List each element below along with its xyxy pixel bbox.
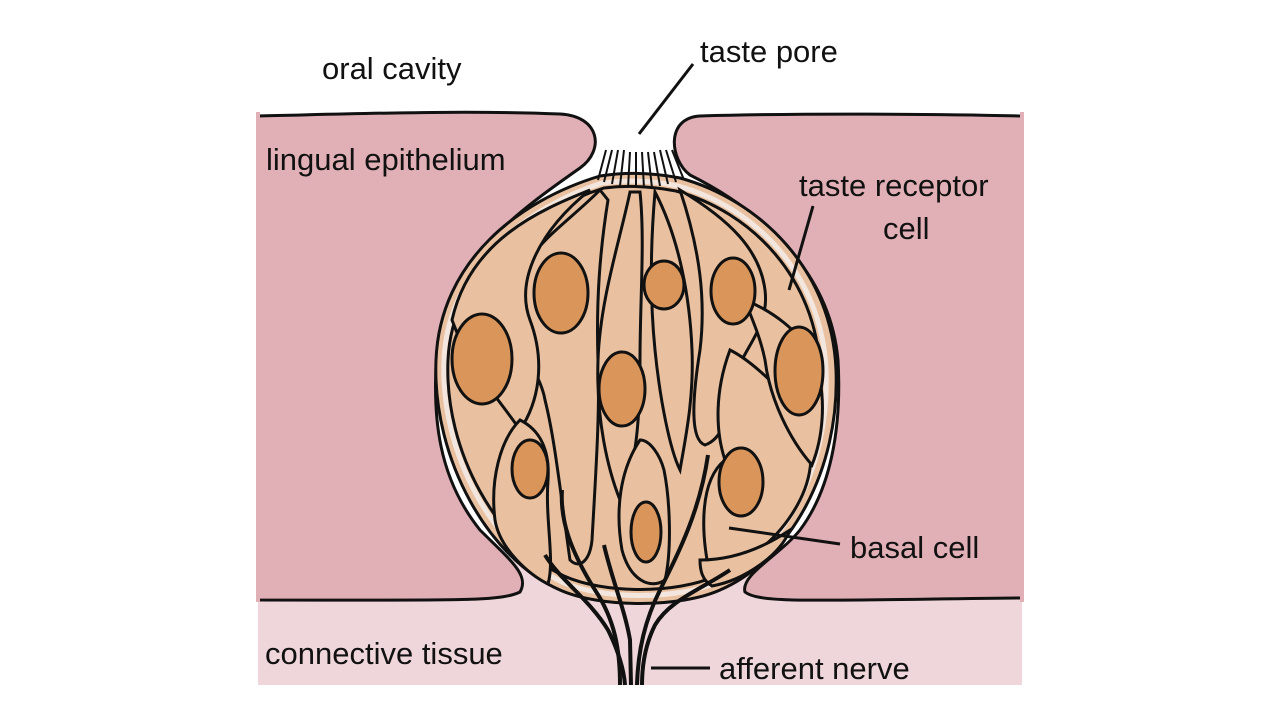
leader-basal-cell — [728, 526, 841, 546]
label-basal-cell: basal cell — [850, 530, 979, 565]
leader-lines — [637, 63, 841, 670]
nucleus — [532, 251, 590, 335]
leader-taste-receptor — [787, 205, 815, 291]
label-taste-receptor-cell-line1: taste receptor — [799, 168, 989, 203]
nucleus — [709, 256, 757, 326]
nucleus — [642, 259, 686, 311]
afferent-nerve-fibers — [543, 454, 732, 686]
nuclei — [450, 251, 825, 564]
label-taste-receptor-cell-line2: cell — [883, 211, 930, 246]
nucleus — [597, 350, 647, 428]
nucleus — [773, 325, 825, 417]
label-lingual-epithelium: lingual epithelium — [266, 142, 506, 177]
microvilli — [597, 149, 685, 189]
lingual-epithelium-right — [672, 112, 1024, 602]
label-connective-tissue: connective tissue — [265, 636, 503, 671]
nucleus — [717, 446, 765, 518]
label-taste-pore: taste pore — [700, 34, 838, 69]
label-afferent-nerve: afferent nerve — [719, 651, 910, 686]
nucleus — [450, 312, 514, 406]
nucleus — [510, 438, 550, 500]
leader-taste-pore — [637, 63, 695, 135]
taste-bud — [434, 149, 838, 686]
nucleus — [629, 500, 663, 564]
label-oral-cavity: oral cavity — [322, 51, 462, 86]
